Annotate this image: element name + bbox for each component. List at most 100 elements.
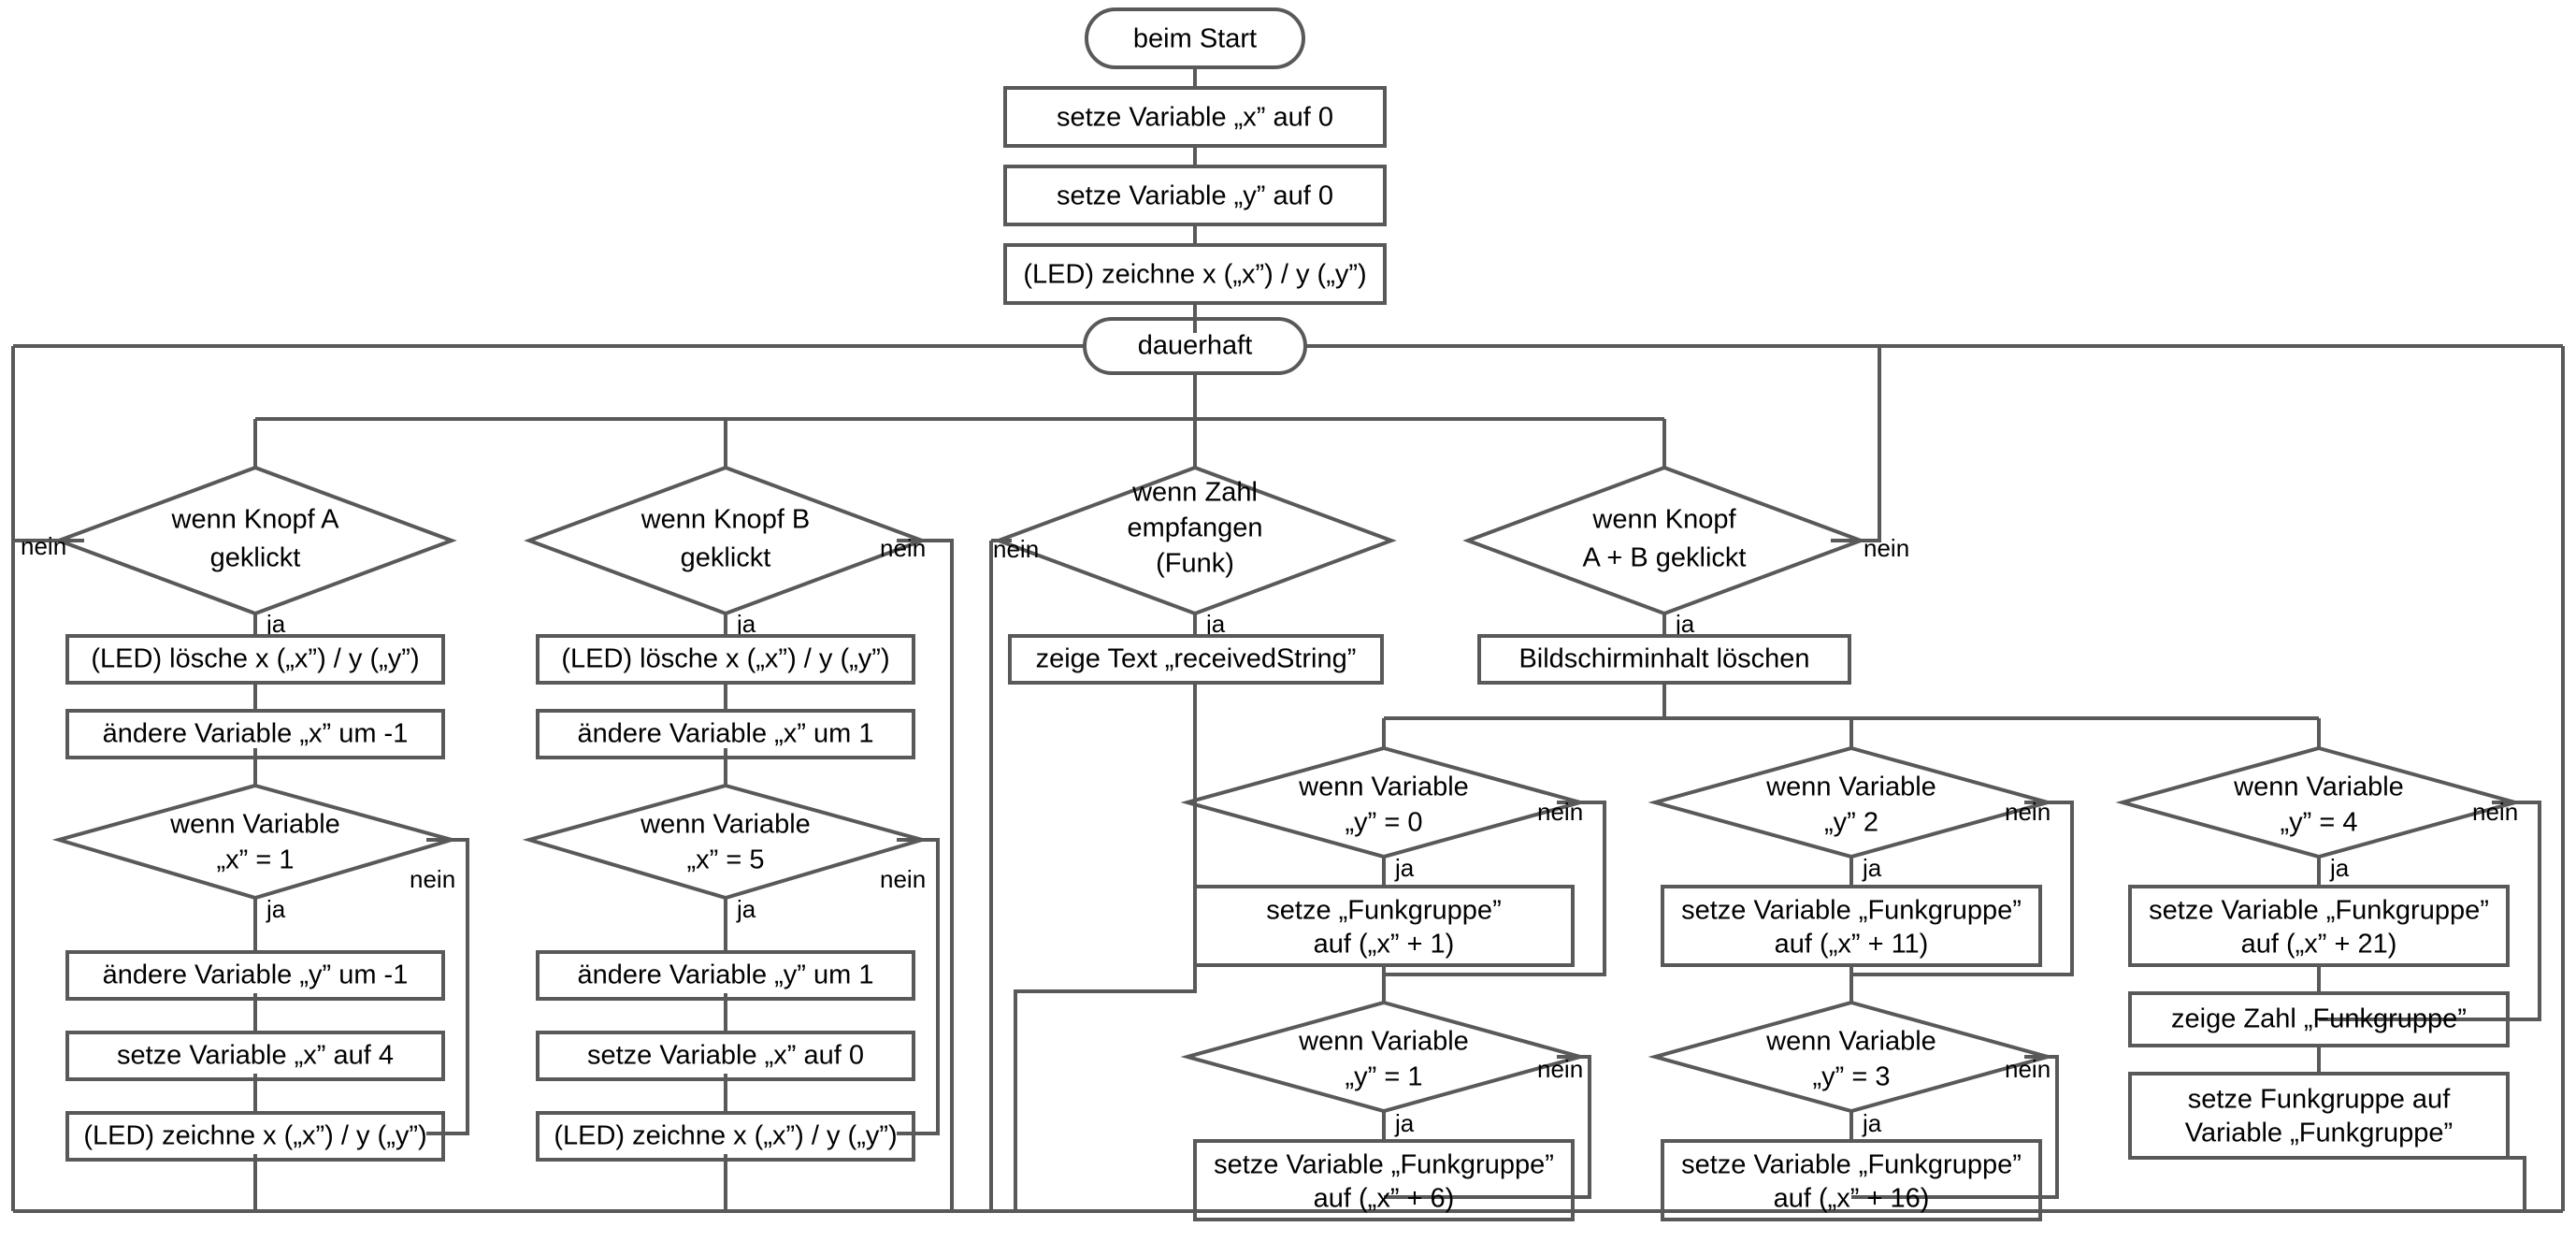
node-set-fg-21-line1: setze Variable „Funkgruppe” — [2149, 896, 2489, 926]
node-a-if-x-1-line1: wenn Variable — [169, 810, 340, 840]
edge-label-y0-yes: ja — [1394, 854, 1415, 882]
node-if-btn-a-line2: geklickt — [210, 543, 301, 573]
node-set-fg-11-line2: auf („x” + 11) — [1775, 930, 1929, 960]
node-a-if-x-1-line2: „x” = 1 — [217, 845, 295, 875]
node-if-radio: wenn Zahl empfangen (Funk) — [993, 465, 1397, 616]
node-clear-screen: Bildschirminhalt löschen — [1477, 634, 1851, 685]
node-clear-screen-label: Bildschirminhalt löschen — [1518, 644, 1809, 674]
node-if-y-3: wenn Variable „y” = 3 — [1648, 1000, 2055, 1114]
edge-label-y3-no: nein — [2005, 1055, 2051, 1083]
node-set-y-0-label: setze Variable „y” auf 0 — [1057, 181, 1333, 211]
edge-label-a-x1-no: nein — [410, 865, 455, 893]
node-set-x-0: setze Variable „x” auf 0 — [1003, 86, 1387, 148]
node-b-if-x-5: wenn Variable „x” = 5 — [522, 783, 929, 901]
node-set-fg-6-line1: setze Variable „Funkgruppe” — [1214, 1150, 1554, 1180]
edge-label-b-no: nein — [880, 534, 926, 562]
node-set-fg-1-line2: auf („x” + 1) — [1314, 930, 1455, 960]
node-if-y-2-line1: wenn Variable — [1765, 772, 1936, 802]
node-if-y-2-line2: „y” 2 — [1824, 808, 1878, 838]
edge-label-y2-no: nein — [2005, 798, 2051, 826]
node-if-y-1-line1: wenn Variable — [1298, 1027, 1469, 1057]
node-a-set-x-4: setze Variable „x” auf 4 — [65, 1031, 445, 1081]
node-forever: dauerhaft — [1083, 317, 1307, 375]
node-b-change-x-label: ändere Variable „x” um 1 — [577, 719, 873, 749]
node-if-btn-ab: wenn Knopf A + B geklickt — [1462, 465, 1866, 616]
node-a-change-y-label: ändere Variable „y” um -1 — [103, 960, 409, 990]
node-b-led-unplot: (LED) lösche x („x”) / y („y”) — [536, 634, 915, 685]
node-a-change-x: ändere Variable „x” um -1 — [65, 709, 445, 759]
node-if-btn-a: wenn Knopf A geklickt — [53, 465, 457, 616]
node-if-y-2: wenn Variable „y” 2 — [1648, 745, 2055, 859]
node-set-fg-21-line2: auf („x” + 21) — [2241, 930, 2397, 960]
node-b-led-plot-label: (LED) zeichne x („x”) / y („y”) — [554, 1121, 897, 1151]
node-b-change-y-label: ändere Variable „y” um 1 — [577, 960, 873, 990]
node-start-label: beim Start — [1133, 24, 1257, 54]
edge-label-b-x5-no: nein — [880, 865, 926, 893]
node-set-fg-11-line1: setze Variable „Funkgruppe” — [1681, 896, 2022, 926]
node-if-y-4: wenn Variable „y” = 4 — [2115, 745, 2523, 859]
node-a-led-unplot: (LED) lösche x („x”) / y („y”) — [65, 634, 445, 685]
node-show-number-fg-label: zeige Zahl „Funkgruppe” — [2171, 1004, 2467, 1034]
node-if-radio-line2: empfangen — [1127, 513, 1262, 543]
node-set-fg-1-line1: setze „Funkgruppe” — [1266, 896, 1501, 926]
node-b-change-y: ändere Variable „y” um 1 — [536, 950, 915, 1001]
edge-label-y1-no: nein — [1537, 1055, 1583, 1083]
node-b-if-x-5-line2: „x” = 5 — [687, 845, 765, 875]
node-b-led-plot: (LED) zeichne x („x”) / y („y”) — [536, 1111, 915, 1162]
edge-label-y2-yes: ja — [1862, 854, 1882, 882]
node-set-x-0-label: setze Variable „x” auf 0 — [1057, 103, 1333, 133]
node-show-number-fg: zeige Zahl „Funkgruppe” — [2128, 991, 2510, 1047]
node-a-change-y: ändere Variable „y” um -1 — [65, 950, 445, 1001]
edge-label-radio-no: nein — [993, 535, 1039, 563]
edge-label-a-x1-yes: ja — [266, 895, 286, 923]
node-set-radio-group-line1: setze Funkgruppe auf — [2188, 1085, 2451, 1115]
node-set-fg-21: setze Variable „Funkgruppe” auf („x” + 2… — [2128, 885, 2510, 967]
node-if-btn-ab-line2: A + B geklickt — [1583, 543, 1747, 573]
node-set-fg-11: setze Variable „Funkgruppe” auf („x” + 1… — [1661, 885, 2042, 967]
node-set-radio-group: setze Funkgruppe auf Variable „Funkgrupp… — [2128, 1072, 2510, 1160]
edge-label-a-no: nein — [21, 532, 66, 560]
node-if-y-4-line2: „y” = 4 — [2281, 808, 2358, 838]
node-a-if-x-1: wenn Variable „x” = 1 — [51, 783, 459, 901]
node-if-y-0-line1: wenn Variable — [1298, 772, 1469, 802]
node-b-set-x-0: setze Variable „x” auf 0 — [536, 1031, 915, 1081]
node-if-y-0-line2: „y” = 0 — [1346, 808, 1423, 838]
node-if-y-0: wenn Variable „y” = 0 — [1180, 745, 1588, 859]
edge-label-y4-yes: ja — [2329, 854, 2350, 882]
node-b-led-unplot-label: (LED) lösche x („x”) / y („y”) — [561, 644, 889, 674]
node-b-change-x: ändere Variable „x” um 1 — [536, 709, 915, 759]
edge-label-ab-yes: ja — [1675, 610, 1695, 638]
node-if-y-1: wenn Variable „y” = 1 — [1180, 1000, 1588, 1114]
connectors — [11, 67, 2565, 1213]
edge-label-y0-no: nein — [1537, 798, 1583, 826]
node-if-btn-ab-line1: wenn Knopf — [1591, 505, 1736, 535]
node-if-y-3-line2: „y” = 3 — [1813, 1062, 1891, 1092]
node-set-fg-16: setze Variable „Funkgruppe” auf („x” + 1… — [1661, 1139, 2042, 1221]
node-set-fg-16-line1: setze Variable „Funkgruppe” — [1681, 1150, 2022, 1180]
node-start: beim Start — [1085, 7, 1305, 69]
node-set-y-0: setze Variable „y” auf 0 — [1003, 165, 1387, 226]
edge-label-a-yes: ja — [266, 610, 286, 638]
edge-label-ab-no: nein — [1864, 534, 1909, 562]
node-if-btn-b: wenn Knopf B geklickt — [524, 465, 928, 616]
node-if-btn-b-line2: geklickt — [681, 543, 771, 573]
edge-label-b-yes: ja — [736, 610, 756, 638]
node-if-y-3-line1: wenn Variable — [1765, 1027, 1936, 1057]
node-led-plot-init-label: (LED) zeichne x („x”) / y („y”) — [1023, 260, 1366, 290]
node-set-fg-6: setze Variable „Funkgruppe” auf („x” + 6… — [1193, 1139, 1575, 1221]
node-if-btn-a-line1: wenn Knopf A — [171, 505, 340, 535]
node-a-led-plot: (LED) zeichne x („x”) / y („y”) — [65, 1111, 445, 1162]
node-forever-label: dauerhaft — [1138, 331, 1253, 361]
node-if-btn-b-line1: wenn Knopf B — [640, 505, 811, 535]
node-if-radio-line3: (Funk) — [1156, 549, 1234, 579]
node-a-change-x-label: ändere Variable „x” um -1 — [103, 719, 409, 749]
node-b-if-x-5-line1: wenn Variable — [640, 810, 811, 840]
node-if-radio-line1: wenn Zahl — [1131, 478, 1258, 508]
node-set-fg-16-line2: auf („x” + 16) — [1774, 1184, 1930, 1214]
node-set-fg-1: setze „Funkgruppe” auf („x” + 1) — [1193, 885, 1575, 967]
edge-label-y1-yes: ja — [1394, 1109, 1415, 1137]
edge-label-y4-no: nein — [2472, 798, 2518, 826]
node-b-set-x-0-label: setze Variable „x” auf 0 — [587, 1041, 864, 1071]
